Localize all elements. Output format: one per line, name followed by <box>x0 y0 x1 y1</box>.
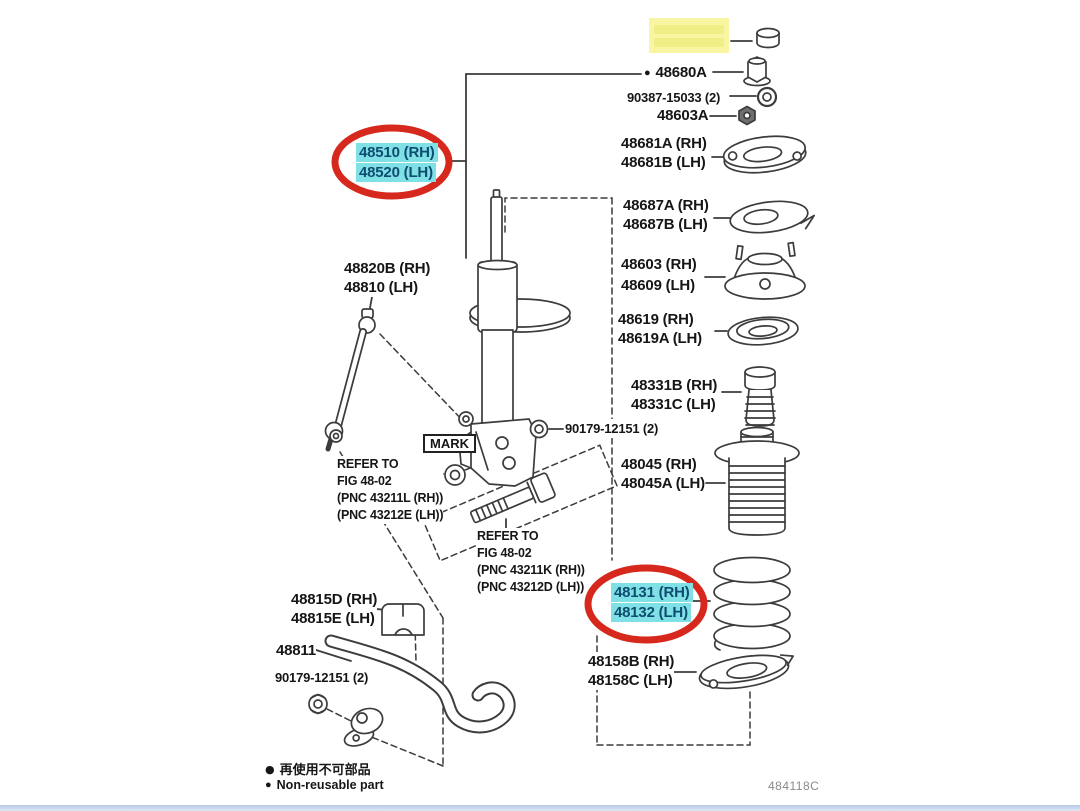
part-label-gasket[interactable]: 48687A (RH) 48687B (LH) <box>623 196 709 234</box>
stabilizer-link-drawing <box>324 308 376 452</box>
gasket-drawing <box>729 200 816 234</box>
small-nut-drawing <box>738 105 756 126</box>
coil-spring-drawing <box>713 556 791 651</box>
stabilizer-bolt-nut-drawing <box>308 693 328 715</box>
legend-en-text: Non-reusable part <box>276 778 384 792</box>
legend: ●再使用不可部品 ●Non-reusable part <box>265 762 384 793</box>
part-label-spring-bumper[interactable]: 48331B (RH) 48331C (LH) <box>631 376 718 414</box>
part-label-suspension-support[interactable]: 48603 (RH) 48609 (LH) <box>621 254 697 296</box>
legend-jp-text: 再使用不可部品 <box>279 763 371 778</box>
stabilizer-bar-drawing <box>324 634 516 747</box>
leader-lines <box>315 40 757 673</box>
part-label-shock-absorber[interactable]: 48510 (RH) 48520 (LH) <box>356 143 438 183</box>
part-label-stabilizer-bolt-nut[interactable]: 90179-12151 (2) <box>275 668 369 687</box>
highlighted-label-illegible[interactable] <box>649 18 729 53</box>
bearing-drawing <box>727 316 799 346</box>
part-label-insulator-lower[interactable]: 48158B (RH) 48158C (LH) <box>588 652 675 690</box>
red-circle-shock-absorber <box>331 124 453 200</box>
illegible-text-line <box>654 37 724 47</box>
non-reusable-bullet-icon: ● <box>265 763 275 776</box>
refer-note-2: REFER TO FIG 48-02 (PNC 43211K (RH)) (PN… <box>477 528 585 596</box>
mark-tag: MARK <box>423 434 476 453</box>
dust-boot-drawing <box>714 426 800 536</box>
figure-code: 484118C <box>768 779 820 793</box>
cap-drawing <box>756 27 780 49</box>
stabilizer-bush-drawing <box>381 603 425 636</box>
part-label-stabilizer-bush[interactable]: 48815D (RH) 48815E (LH) <box>291 590 378 628</box>
washer-collar-drawing <box>756 86 778 108</box>
support-nut-drawing <box>743 56 771 87</box>
bracket-nut-drawing <box>529 419 549 439</box>
part-label-bearing[interactable]: 48619 (RH) 48619A (LH) <box>618 310 702 348</box>
insulator-lower-drawing <box>698 654 794 690</box>
part-label-seat-upper[interactable]: 48681A (RH) 48681B (LH) <box>621 134 707 172</box>
non-reusable-bullet-icon: ● <box>644 67 651 79</box>
part-label-small-nut[interactable]: 48603A <box>657 106 709 125</box>
spring-bumper-drawing <box>744 366 776 427</box>
part-label-dust-boot[interactable]: 48045 (RH) 48045A (LH) <box>621 455 705 493</box>
part-label-washer-collar[interactable]: 90387-15033 (2) <box>627 88 721 107</box>
refer-note-1: REFER TO FIG 48-02 (PNC 43211L (RH)) (PN… <box>337 456 444 524</box>
part-label-stabilizer-bar[interactable]: 48811 <box>276 641 316 660</box>
knuckle-bolt-drawing <box>469 472 556 524</box>
part-label-bracket-nut[interactable]: 90179-12151 (2) <box>565 419 659 438</box>
part-label-coil-spring[interactable]: 48131 (RH) 48132 (LH) <box>611 583 693 623</box>
suspension-support-drawing <box>724 241 806 300</box>
non-reusable-bullet-icon: ● <box>265 779 272 791</box>
seat-upper-drawing <box>722 135 807 174</box>
red-circle-coil-spring <box>584 564 708 644</box>
part-label-stabilizer-link[interactable]: 48820B (RH) 48810 (LH) <box>344 259 431 297</box>
window-edge <box>0 805 1080 811</box>
grommet-drawing <box>444 464 466 486</box>
red-circles <box>331 124 708 644</box>
strut-drawing <box>458 189 571 487</box>
illegible-text-line <box>654 24 724 34</box>
part-label-support-nut[interactable]: ●48680A <box>644 63 707 83</box>
